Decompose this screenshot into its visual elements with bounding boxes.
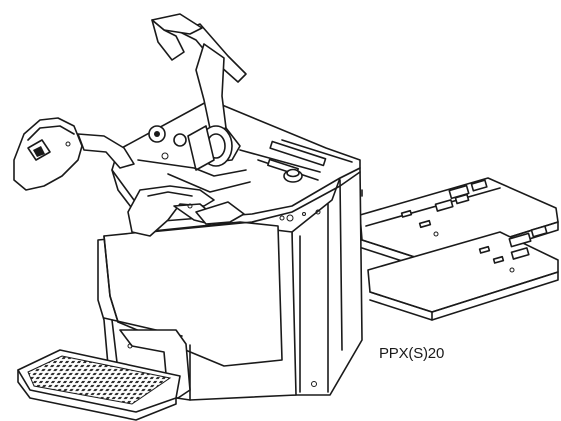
- model-label: PPX(S)20: [379, 345, 445, 362]
- chassis-details: [127, 189, 363, 349]
- rear-fork: [359, 177, 559, 271]
- left-handle: [13, 117, 135, 191]
- front-fork: [367, 225, 559, 321]
- right-handle: [127, 185, 245, 237]
- operator-platform: [17, 329, 191, 421]
- steering-tiller: [137, 13, 251, 193]
